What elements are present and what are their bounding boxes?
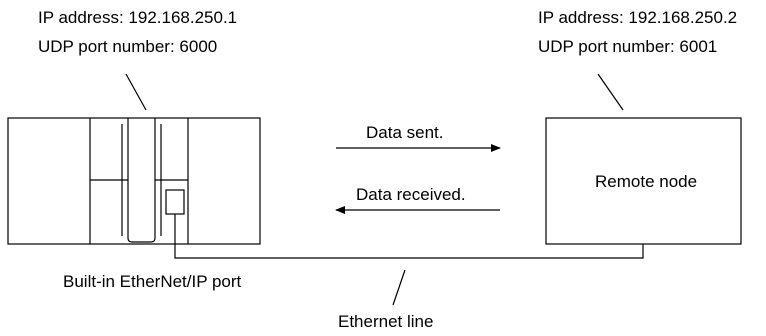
data-sent-label: Data sent. <box>366 123 444 142</box>
ethernet-port <box>165 189 185 215</box>
remote-leader-line <box>597 73 624 111</box>
controller-ip-address: IP address: 192.168.250.1 <box>38 8 238 27</box>
ethernet-line-leader <box>392 269 406 306</box>
data-received-label: Data received. <box>356 185 466 204</box>
remote-node-label: Remote node <box>595 172 698 191</box>
controller-leader-line <box>125 73 147 111</box>
controller-udp-port: UDP port number: 6000 <box>38 37 218 56</box>
remote-udp-port: UDP port number: 6001 <box>538 37 718 56</box>
ethernet-cable <box>174 214 644 259</box>
ethernet-line-label: Ethernet line <box>338 312 434 331</box>
controller-unit <box>7 117 261 245</box>
remote-ip-address: IP address: 192.168.250.2 <box>538 8 738 27</box>
builtin-port-label: Built-in EtherNet/IP port <box>63 272 242 291</box>
